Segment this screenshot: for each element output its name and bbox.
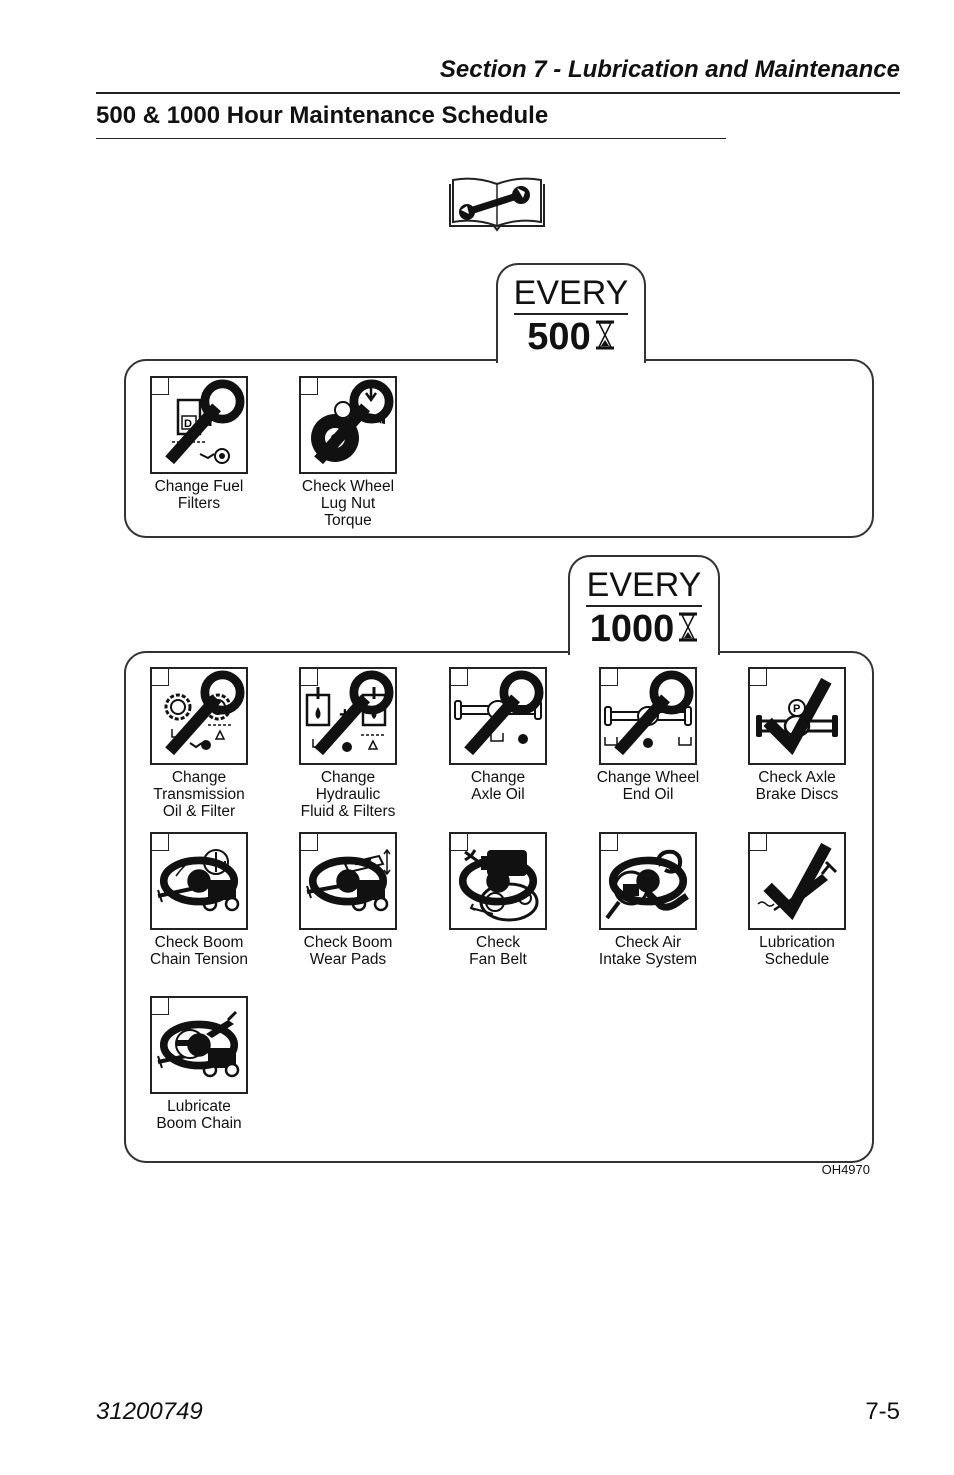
lubricate-boom-chain-icon: [150, 996, 248, 1094]
checkmark-badge-icon: [749, 833, 832, 921]
tile-check-fan-belt: Check Fan Belt: [413, 832, 583, 968]
page-heading: 500 & 1000 Hour Maintenance Schedule: [96, 102, 549, 129]
tile-check-boom-wear-pads: Check Boom Wear Pads: [263, 832, 433, 968]
wheel-torque-icon: LB-FT (Nm): [299, 376, 397, 474]
eye-badge-icon: [450, 833, 538, 906]
tile-label: Lubrication Schedule: [759, 934, 835, 968]
tile-label: Check Fan Belt: [469, 934, 527, 968]
schedule-500-panel: [124, 359, 874, 538]
tile-label: Change Transmission Oil & Filter: [153, 769, 245, 820]
axle-oil-icon: [449, 667, 547, 765]
section-title: Section 7 - Lubrication and Maintenance: [439, 56, 900, 83]
tile-check-air-intake-system: Check Air Intake System: [563, 832, 733, 968]
tab-divider: [514, 313, 628, 315]
tile-change-hydraulic-fluid-filters: + Change Hydraulic Fluid & Filters: [263, 667, 433, 820]
tile-change-transmission-oil-filter: Change Transmission Oil & Filter: [114, 667, 284, 820]
every-1000-hours-tab: EVERY 1000: [568, 555, 720, 655]
tile-change-fuel-filters: D Change Fuel Filters: [114, 376, 284, 512]
hydraulic-fluid-icon: +: [299, 667, 397, 765]
every-500-hours-tab: EVERY 500: [496, 263, 646, 363]
eye-badge-icon: [300, 833, 388, 906]
tile-label: Change Hydraulic Fluid & Filters: [300, 769, 396, 820]
transmission-oil-icon: [150, 667, 248, 765]
hours-value: 1000: [589, 607, 675, 650]
tile-lubricate-boom-chain: Lubricate Boom Chain: [114, 996, 284, 1132]
wrench-badge-icon: [300, 377, 394, 465]
boom-wear-pads-icon: [299, 832, 397, 930]
eye-badge-icon: [151, 833, 239, 906]
brake-discs-icon: P: [748, 667, 846, 765]
tile-check-wheel-lug-nut-torque: LB-FT (Nm) Check Wheel Lug Nut Torque: [263, 376, 433, 529]
heading-rule: [96, 138, 726, 139]
tile-change-wheel-end-oil: Change Wheel End Oil: [563, 667, 733, 803]
tile-label: Check Air Intake System: [598, 934, 698, 968]
tile-check-boom-chain-tension: Check Boom Chain Tension: [114, 832, 284, 968]
tile-change-axle-oil: Change Axle Oil: [413, 667, 583, 803]
parking-brake-text: P: [793, 703, 800, 715]
tile-check-axle-brake-discs: P Check Axle Brake Discs: [712, 667, 882, 803]
tab-divider: [586, 605, 702, 607]
hourglass-icon: [678, 608, 698, 652]
eye-badge-icon: [151, 997, 239, 1070]
wrench-badge-icon: [151, 377, 245, 465]
service-manual-icon: [447, 176, 547, 232]
tile-label: Change Fuel Filters: [154, 478, 244, 512]
hourglass-icon: [595, 316, 615, 360]
header-rule: [96, 92, 900, 94]
tile-label: Change Axle Oil: [470, 769, 526, 803]
document-number: 31200749: [96, 1398, 203, 1425]
wrench-badge-icon: [300, 668, 394, 756]
tile-label: Check Axle Brake Discs: [755, 769, 839, 803]
tile-label: Check Wheel Lug Nut Torque: [301, 478, 395, 529]
air-intake-icon: [599, 832, 697, 930]
tile-label: Change Wheel End Oil: [596, 769, 700, 803]
wheel-end-oil-icon: [599, 667, 697, 765]
tile-lubrication-schedule: Lubrication Schedule: [712, 832, 882, 968]
tile-label: Check Boom Wear Pads: [303, 934, 393, 968]
wrench-badge-icon: [450, 668, 544, 756]
tile-label: Lubricate Boom Chain: [156, 1098, 242, 1132]
boom-chain-tension-icon: [150, 832, 248, 930]
checkmark-badge-icon: [749, 668, 832, 756]
wrench-badge-icon: [151, 668, 245, 756]
fan-belt-icon: [449, 832, 547, 930]
svg-text:D: D: [184, 418, 192, 430]
eye-badge-icon: [600, 833, 688, 906]
page-number: 7-5: [865, 1398, 900, 1425]
wrench-badge-icon: [600, 668, 694, 756]
hours-value: 500: [527, 315, 591, 358]
fuel-filter-icon: D: [150, 376, 248, 474]
every-label: EVERY: [513, 274, 629, 312]
tile-label: Check Boom Chain Tension: [150, 934, 248, 968]
every-label: EVERY: [586, 566, 702, 604]
figure-code: OH4970: [821, 1162, 870, 1177]
grease-gun-icon: [748, 832, 846, 930]
